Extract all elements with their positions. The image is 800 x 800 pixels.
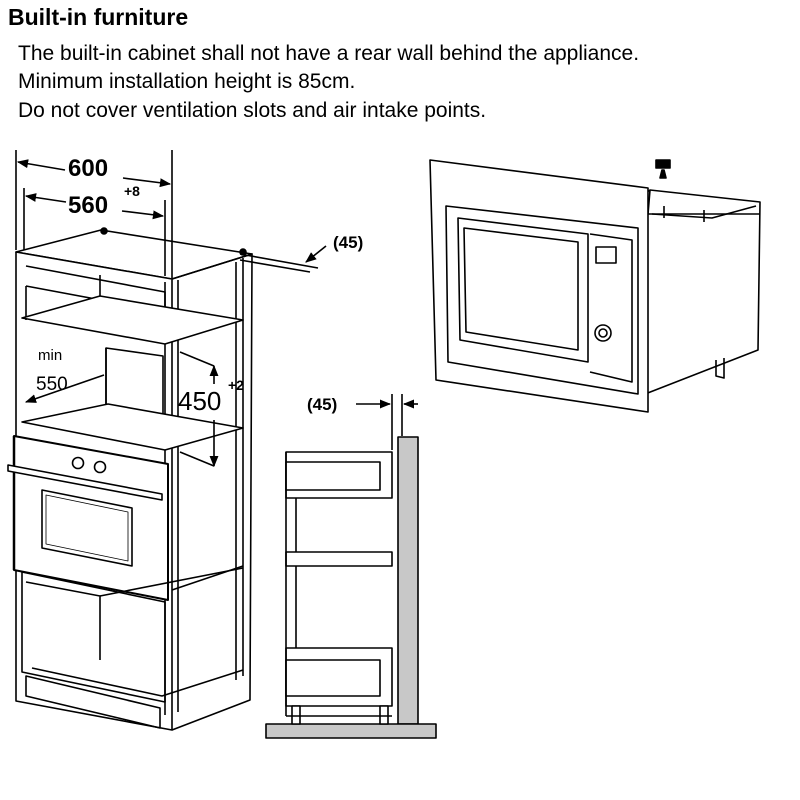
section-view-drawing	[265, 436, 437, 739]
page-title: Built-in furniture	[8, 4, 189, 30]
dimension-600	[15, 150, 173, 278]
dimension-45-side	[356, 394, 418, 450]
width-inner-tolerance: +8	[124, 183, 140, 199]
width-outer-label: 600	[68, 155, 108, 182]
dimension-550	[24, 374, 105, 403]
note-ventilation: Do not cover ventilation slots and air i…	[18, 99, 487, 122]
height-tolerance: +2	[228, 377, 244, 393]
dimension-560	[23, 188, 166, 276]
min-label: min	[38, 347, 62, 364]
microwave-drawing	[429, 159, 761, 413]
min-depth-label: 550	[36, 374, 68, 395]
gap-side-label: (45)	[307, 395, 337, 414]
dimension-450	[179, 351, 219, 468]
width-inner-label: 560	[68, 192, 108, 219]
gap-top-label: (45)	[333, 233, 363, 252]
dimension-45-top	[239, 245, 327, 273]
cabinet-drawing	[7, 227, 253, 731]
height-label: 450	[178, 386, 221, 416]
note-rear-wall: The built-in cabinet shall not have a re…	[18, 42, 640, 65]
note-min-height: Minimum installation height is 85cm.	[18, 70, 356, 93]
